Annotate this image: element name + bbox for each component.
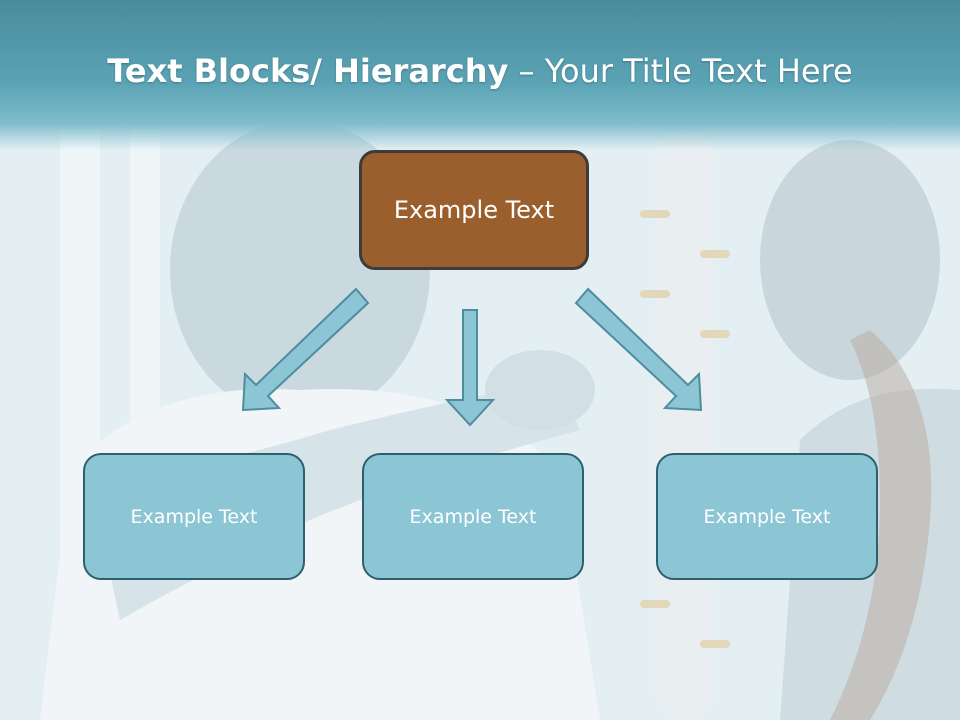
slide-title-rest: – Your Title Text Here: [508, 52, 853, 90]
child-box-center[interactable]: Example Text: [362, 453, 584, 580]
child-box-left[interactable]: Example Text: [83, 453, 305, 580]
arrow-right: [574, 287, 703, 412]
slide-title-bold: Text Blocks/ Hierarchy: [107, 52, 509, 90]
top-box-label: Example Text: [393, 196, 555, 224]
title-band: [0, 0, 960, 150]
child-box-label: Example Text: [409, 505, 537, 528]
child-box-label: Example Text: [130, 505, 258, 528]
top-box[interactable]: Example Text: [359, 150, 589, 270]
child-box-right[interactable]: Example Text: [656, 453, 878, 580]
child-box-label: Example Text: [703, 505, 831, 528]
arrow-center: [444, 309, 496, 427]
arrow-left: [241, 287, 370, 412]
slide-title: Text Blocks/ Hierarchy – Your Title Text…: [0, 52, 960, 90]
